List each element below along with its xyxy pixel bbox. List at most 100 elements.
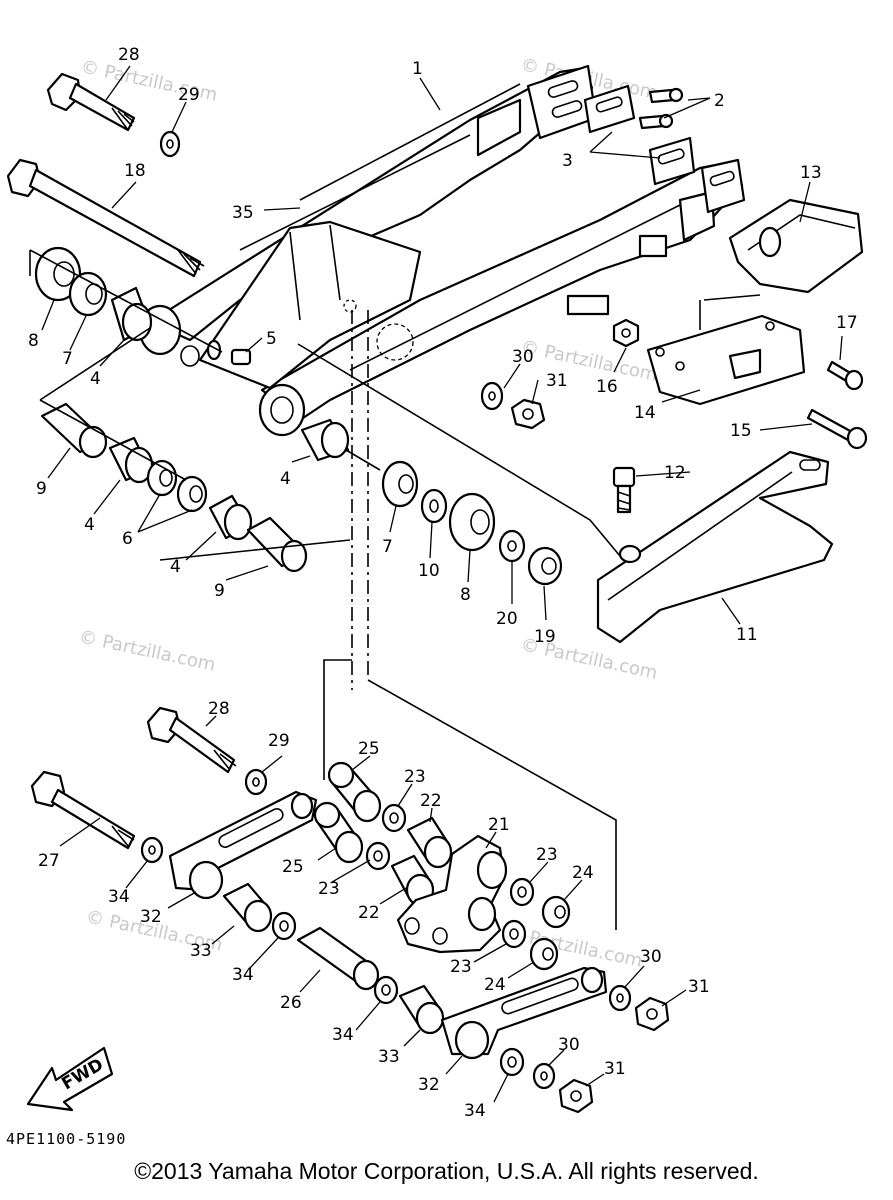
- washer-30-mid: [608, 984, 632, 1012]
- callout-23-c: 23: [536, 845, 558, 865]
- nut-31-top: [510, 398, 546, 430]
- fwd-arrow-icon: FWD: [26, 1046, 114, 1112]
- callout-12: 12: [664, 463, 686, 483]
- adjuster-plates: [583, 84, 696, 186]
- callout-29-bottom: 29: [268, 731, 290, 751]
- collar-24-a: [541, 895, 571, 929]
- swingarm: [138, 64, 746, 437]
- callout-4-d: 4: [280, 469, 291, 489]
- pivot-bolt-28-top: [46, 72, 136, 132]
- nut-16: [612, 318, 640, 348]
- callout-33-b: 33: [378, 1047, 400, 1067]
- nut-31-mid: [634, 996, 670, 1032]
- callout-6: 6: [122, 529, 133, 549]
- callout-8-top: 8: [28, 331, 39, 351]
- chain-guide-bracket: [646, 314, 806, 406]
- callout-5: 5: [266, 329, 277, 349]
- washer-29-bottom: [244, 768, 268, 796]
- watermark: © Partzilla.com: [77, 626, 217, 675]
- oil-seal-7: [68, 271, 108, 317]
- bearing-4-b: [108, 436, 154, 484]
- callout-18: 18: [124, 161, 146, 181]
- callout-32-b: 32: [418, 1075, 440, 1095]
- washer-34-b: [271, 911, 297, 941]
- callout-22-a: 22: [420, 791, 442, 811]
- bolt-28-bottom: [146, 706, 237, 774]
- callout-31-mid: 31: [688, 977, 710, 997]
- callout-25-a: 25: [358, 739, 380, 759]
- washer-29-top: [159, 130, 181, 158]
- washer-30-bottom: [532, 1062, 556, 1090]
- connecting-rod-32-b: [440, 966, 608, 1060]
- watermark: © Partzilla.com: [519, 336, 659, 385]
- callout-8-b: 8: [460, 585, 471, 605]
- seal-6-a: [146, 459, 178, 497]
- washer-34-a: [140, 836, 164, 864]
- chain-guide: [728, 198, 864, 294]
- callout-19: 19: [534, 627, 556, 647]
- callout-32-a: 32: [140, 907, 162, 927]
- copyright-notice: ©2013 Yamaha Motor Corporation, U.S.A. A…: [134, 1158, 759, 1184]
- collar-25-b: [313, 801, 364, 864]
- callout-28-top: 28: [118, 45, 140, 65]
- callout-33-a: 33: [190, 941, 212, 961]
- callout-7-b: 7: [382, 537, 393, 557]
- callout-28-bottom: 28: [208, 699, 230, 719]
- callout-2: 2: [714, 91, 725, 111]
- bolt-17: [826, 360, 864, 391]
- collar-22-a: [406, 816, 453, 869]
- callout-27: 27: [38, 851, 60, 871]
- callout-34-c: 34: [332, 1025, 354, 1045]
- pivot-shaft-18: [6, 158, 205, 278]
- callout-4-b: 4: [84, 515, 95, 535]
- washer-30-top: [480, 381, 504, 411]
- bearing-4-c: [208, 494, 253, 541]
- leader-lines: [41, 65, 843, 1103]
- washer-23-d: [501, 919, 527, 949]
- callout-14: 14: [634, 403, 656, 423]
- callout-17: 17: [836, 313, 858, 333]
- collar-33-a: [222, 882, 273, 933]
- callout-34-d: 34: [464, 1101, 486, 1121]
- seal-6-b: [176, 475, 208, 513]
- collar-26: [296, 926, 380, 991]
- relay-arm-21: [396, 834, 508, 954]
- callout-10: 10: [418, 561, 440, 581]
- callout-4-c: 4: [170, 557, 181, 577]
- washer-23-b: [365, 841, 391, 871]
- callout-29-top: 29: [178, 85, 200, 105]
- callout-34-a: 34: [108, 887, 130, 907]
- bolt-27: [30, 770, 136, 850]
- nut-19: [527, 546, 563, 586]
- callout-labels: 1 2 3 35 13 17 16 14 15 12 11 30 31 28 2…: [28, 45, 858, 1121]
- callout-9-a: 9: [36, 479, 47, 499]
- callout-21: 21: [488, 815, 510, 835]
- collar-24-b: [529, 937, 559, 971]
- callout-16: 16: [596, 377, 618, 397]
- dust-seal-8-b: [448, 492, 496, 552]
- washer-23-a: [381, 803, 407, 833]
- washer-20: [498, 529, 526, 563]
- callout-26: 26: [280, 993, 302, 1013]
- collar-9-a: [40, 402, 108, 459]
- assembly-lines: [29, 249, 761, 930]
- callout-30-mid: 30: [640, 947, 662, 967]
- collar-25-a: [327, 761, 382, 823]
- callout-13: 13: [800, 163, 822, 183]
- callout-35: 35: [232, 203, 254, 223]
- callout-1: 1: [412, 59, 423, 79]
- washer-10: [420, 488, 448, 524]
- oil-seal-7-b: [381, 460, 419, 508]
- callout-31-bottom: 31: [604, 1059, 626, 1079]
- callout-22-b: 22: [358, 903, 380, 923]
- callout-30-bottom: 30: [558, 1035, 580, 1055]
- chain-support-11: [596, 450, 834, 644]
- callout-24-a: 24: [572, 863, 594, 883]
- connecting-rod-32-a: [168, 790, 318, 900]
- collar-9-b: [246, 516, 308, 573]
- callout-3: 3: [562, 151, 573, 171]
- washer-34-c: [373, 975, 399, 1005]
- adjuster-bolts: [638, 87, 684, 130]
- callout-24-b: 24: [484, 975, 506, 995]
